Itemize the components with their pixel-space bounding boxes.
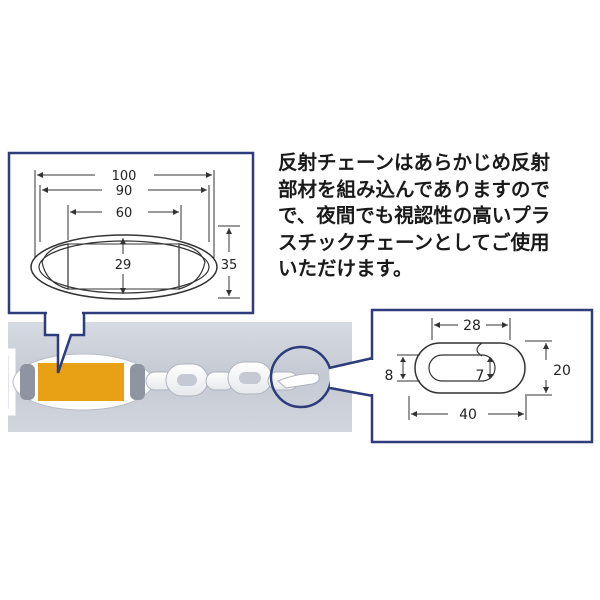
product-description: 反射チェーンはあらかじめ反射 部材を組み込んでありますので で、夜間でも視認性の… [278,150,598,283]
dim-reflector-label: 60 [116,206,133,221]
dim-inner-length-label: 28 [463,318,481,334]
dim-height-label: 20 [553,363,571,379]
dim-opening-label: 7 [476,368,485,384]
description-line: 反射チェーンはあらかじめ反射 [278,151,551,174]
description-line: 部材を組み込んでありますので [278,177,550,201]
dim-length-label: 40 [459,407,477,423]
link-detail-panel: 28 8 7 20 40 [369,308,594,444]
reflector-plate [38,363,124,401]
dim-inner-height-label: 29 [115,258,132,273]
description-line: で、夜間でも視認性の高いプラ [278,204,551,227]
dim-overall-label: 100 [112,169,137,184]
description-line: いただけます。 [278,257,413,280]
description-line: スチックチェーンとしてご使用 [278,230,550,254]
dim-outer-height-label: 35 [221,258,238,273]
snap-hook [277,373,320,389]
dim-inner-label: 90 [116,184,133,199]
reflector-detail-panel: 100 90 60 29 35 [7,151,255,315]
chain-photo [0,322,352,432]
dim-thickness-label: 8 [385,368,394,384]
reflector-link [0,348,154,416]
